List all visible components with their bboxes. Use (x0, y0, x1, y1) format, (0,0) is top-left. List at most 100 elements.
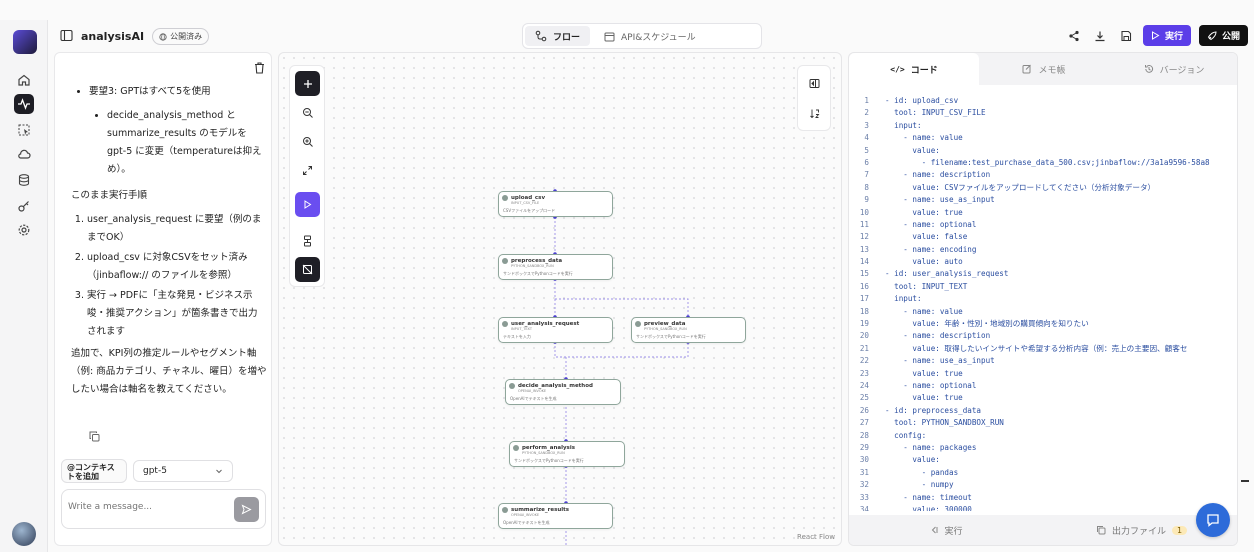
run-flow-button[interactable] (295, 192, 320, 217)
download-icon[interactable] (1091, 27, 1109, 45)
user-avatar[interactable] (12, 522, 36, 546)
code-text: - name: optional (885, 380, 977, 390)
code-text: - id: upload_csv (885, 96, 959, 105)
code-line: 1- id: upload_csv (849, 95, 1237, 107)
add-node-button[interactable] (295, 71, 320, 96)
react-flow-attribution[interactable]: React Flow (797, 533, 835, 541)
save-icon[interactable] (1117, 27, 1135, 45)
code-text: value: (885, 145, 940, 155)
line-number: 24 (859, 380, 869, 390)
tab-flow-label: フロー (553, 32, 581, 43)
code-text: - numpy (885, 480, 954, 490)
line-number: 27 (859, 418, 869, 428)
code-text: value: 年齢・性別・地域別の購買傾向を知りたい (885, 319, 1089, 329)
output-files-tab[interactable]: 出力ファイル 1 (1044, 515, 1237, 545)
fit-view-button[interactable] (295, 158, 320, 183)
code-text: tool: INPUT_CSV_FILE (885, 108, 986, 118)
output-files-count: 1 (1171, 525, 1188, 535)
code-text: config: (885, 430, 927, 440)
code-panel-tabs: </> コード メモ帳 バージョン (849, 53, 1237, 85)
scrollbar-marker[interactable] (1241, 480, 1249, 482)
chevron-left-icon (932, 526, 938, 534)
layout-button[interactable] (295, 228, 320, 253)
chat-req3-detail: decide_analysis_method と summarize_resul… (107, 107, 267, 179)
code-icon: </> (890, 64, 905, 74)
tab-memo[interactable]: メモ帳 (979, 53, 1109, 85)
code-text: - name: packages (885, 442, 977, 452)
zoom-out-icon (302, 107, 313, 118)
tab-api-label: API&スケジュール (621, 32, 696, 43)
node-icon (502, 507, 508, 513)
tab-code[interactable]: </> コード (849, 53, 979, 85)
flow-node-preview-data[interactable]: preview_data PYTHON_SANDBOX_RUN サンドボックスで… (631, 317, 746, 343)
add-context-button[interactable]: @コンテキストを追加 (61, 459, 127, 483)
flow-canvas[interactable]: upload_csv INPUT_CSV_FILE CSVファイルをアップロード… (278, 52, 842, 546)
cursor-select-icon[interactable] (14, 120, 34, 140)
send-button[interactable] (234, 497, 259, 522)
model-select[interactable]: gpt-5 (133, 460, 233, 482)
node-type: PYTHON_SANDBOX_RUN (522, 451, 565, 455)
tab-flow[interactable]: フロー (525, 26, 591, 46)
copy-icon[interactable] (89, 427, 100, 446)
plus-icon (303, 79, 312, 88)
run-button[interactable]: 実行 (1142, 25, 1191, 46)
zoom-out-button[interactable] (295, 100, 320, 125)
code-line: 7 - name: description (849, 169, 1237, 181)
line-number: 26 (859, 405, 869, 415)
run-log-tab[interactable]: 実行 (849, 515, 1044, 545)
file-copy-icon (1096, 526, 1106, 535)
model-select-value: gpt-5 (143, 466, 167, 476)
flow-node-decide-analysis-method[interactable]: decide_analysis_method OPENAI_INVOKE Ope… (505, 379, 621, 405)
flow-node-user-analysis-request[interactable]: user_analysis_request INPUT_TEXT テキストを入力 (498, 317, 613, 343)
share-icon[interactable] (1065, 27, 1083, 45)
node-type: INPUT_CSV_FILE (511, 201, 540, 205)
help-chat-button[interactable] (1196, 503, 1230, 537)
activity-icon[interactable] (14, 94, 34, 114)
cloud-icon[interactable] (14, 144, 34, 164)
tab-version[interactable]: バージョン (1109, 53, 1237, 85)
code-line: 12 value: false (849, 231, 1237, 243)
chat-bubble-icon (1207, 514, 1219, 527)
settings-icon[interactable] (14, 220, 34, 240)
node-description: サンドボックスでPythonコードを実行 (514, 458, 584, 463)
publish-status-label: 公開済み (170, 32, 203, 41)
rocket-icon (1207, 30, 1217, 40)
zoom-in-button[interactable] (295, 129, 320, 154)
code-line: 26- id: preprocess_data (849, 405, 1237, 417)
node-icon (509, 383, 515, 389)
home-icon[interactable] (14, 70, 34, 90)
line-number: 11 (859, 219, 869, 229)
code-line: 17 input: (849, 293, 1237, 305)
node-icon (513, 445, 519, 451)
code-line: 34 value: 300000 (849, 504, 1237, 511)
chevron-down-icon (216, 469, 222, 474)
trash-icon[interactable] (254, 59, 265, 78)
notepad-icon (1022, 64, 1032, 74)
line-number: 8 (864, 182, 869, 192)
node-icon (635, 321, 641, 327)
code-line: 29 - name: packages (849, 442, 1237, 454)
tab-api-schedule[interactable]: API&スケジュール (594, 26, 706, 46)
node-type: OPENAI_INVOKE (511, 513, 540, 517)
sort-button[interactable] (802, 101, 827, 126)
flow-node-upload-csv[interactable]: upload_csv INPUT_CSV_FILE CSVファイルをアップロード (498, 191, 613, 217)
run-log-label: 実行 (944, 526, 963, 537)
flow-node-summarize-results[interactable]: summarize_results OPENAI_INVOKE OpenAIでテ… (498, 503, 613, 529)
key-icon[interactable] (14, 196, 34, 216)
code-text: value: 取得したいインサイトや希望する分析内容（例：売上の主要因、顧客セ (885, 343, 1188, 353)
database-icon[interactable] (14, 170, 34, 190)
app-logo[interactable] (13, 30, 37, 54)
publish-button[interactable]: 公開 (1198, 25, 1248, 46)
code-text: - id: user_analysis_request (885, 269, 1009, 279)
panel-right-icon (809, 79, 820, 88)
tab-code-label: コード (910, 65, 938, 76)
toggle-minimap-button[interactable] (295, 257, 320, 282)
line-number: 23 (859, 368, 869, 378)
flow-node-preprocess-data[interactable]: preprocess_data PYTHON_SANDBOX_RUN サンドボッ… (498, 254, 613, 280)
code-text: - name: encoding (885, 244, 977, 254)
panel-toggle-button[interactable] (802, 71, 827, 96)
sidebar-toggle-icon[interactable] (60, 27, 73, 46)
flow-node-perform-analysis[interactable]: perform_analysis PYTHON_SANDBOX_RUN サンドボ… (509, 441, 625, 467)
message-input[interactable] (68, 502, 218, 512)
